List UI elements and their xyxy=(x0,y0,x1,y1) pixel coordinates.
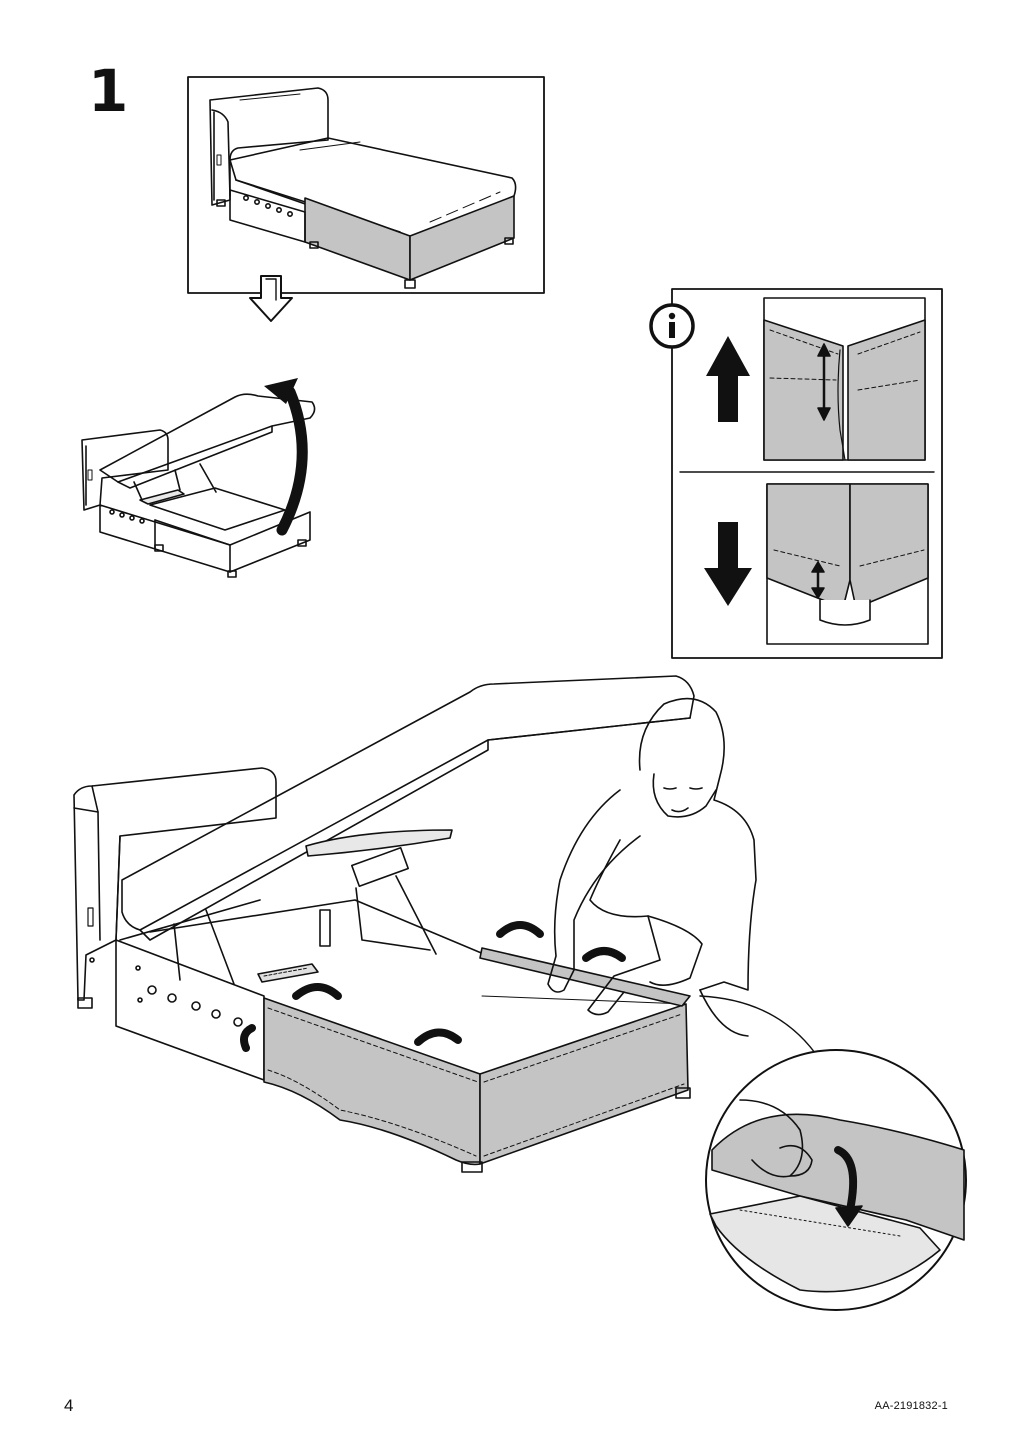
lid-open-illustration xyxy=(81,393,316,578)
info-icon xyxy=(649,303,695,349)
arrow-up-icon xyxy=(706,336,750,422)
lift-motion-arrow xyxy=(276,386,308,536)
step-number: 1 xyxy=(88,57,129,125)
overview-frame xyxy=(187,76,545,294)
document-code: AA-2191832-1 xyxy=(874,1400,948,1412)
zoom-detail xyxy=(699,995,967,1311)
info-panel xyxy=(649,288,943,659)
main-illustration xyxy=(73,675,757,1173)
arrow-down-icon xyxy=(704,522,752,606)
page-number: 4 xyxy=(64,1396,74,1415)
down-arrow-icon xyxy=(249,275,293,322)
